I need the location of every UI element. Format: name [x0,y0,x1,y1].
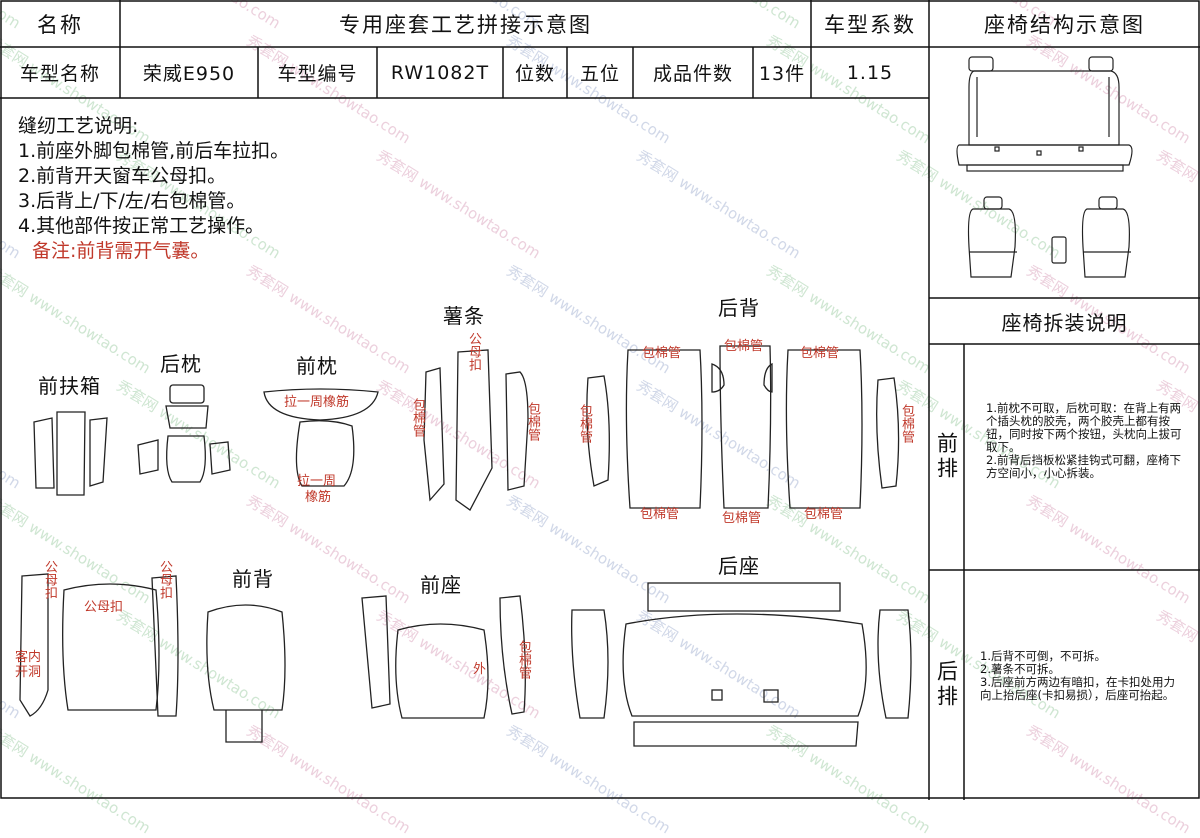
notes-remark: 备注:前背需开气囊。 [32,240,210,262]
table-frame [0,0,1200,800]
annotation-pipe: 包棉管 [804,507,844,522]
annotation-male-female: 公母扣 [157,560,172,599]
model-name-value: 荣威E950 [142,63,236,85]
piece-front-seat-label: 前座 [420,573,462,597]
disassembly-title: 座椅拆装说明 [1001,310,1128,335]
annotation-male-female: 公母扣 [84,600,124,615]
piece-strip-label: 薯条 [443,304,485,328]
model-code-label: 车型编号 [277,63,358,85]
structure-title: 座椅结构示意图 [984,12,1145,37]
notes-item: 2.前背开天窗车公母扣。 [18,165,227,187]
piece-front-armrest-label: 前扶箱 [38,374,101,398]
seats-label: 位数 [514,63,555,85]
pattern-pieces [19,345,912,747]
piece-rear-back-label: 后背 [718,296,760,320]
piece-rear-headrest-label: 后枕 [160,352,202,376]
sewing-notes: 缝纫工艺说明: 1.前座外脚包棉管,前后车拉扣。 2.前背开天窗车公母扣。 3.… [18,114,289,264]
annotation-pipe: 包棉管 [640,507,680,522]
piece-front-back-label: 前背 [232,567,274,591]
model-name-label: 车型名称 [19,63,100,85]
notes-item: 3.后背上/下/左/右包棉管。 [18,190,246,212]
annotation-elastic: 拉一周橡筋 [284,395,350,410]
annotation-pipe: 包棉管 [577,404,592,443]
pieces-label: 成品件数 [652,63,733,85]
annotation-pipe: 包棉管 [722,511,762,526]
coef-label: 车型系数 [824,12,916,37]
seats-value: 五位 [579,63,620,85]
annotation-pipe: 包棉管 [410,398,425,437]
notes-item: 1.前座外脚包棉管,前后车拉扣。 [18,140,290,162]
notes-title: 缝纫工艺说明: [18,115,139,137]
annotation-elastic-2: 橡筋 [305,490,332,505]
annotation-male-female: 公母扣 [42,560,57,599]
rear-row-text: 后排 [934,660,959,710]
seat-structure-illustration [956,56,1133,278]
annotation-pipe: 包棉管 [724,339,764,354]
front-row-text: 前排 [934,432,959,482]
name-label: 名称 [37,12,83,37]
annotation-airbag-hole: 客内开洞 [15,650,42,680]
piece-rear-seat-label: 后座 [718,554,760,578]
annotation-pipe: 包棉管 [516,640,531,679]
notes-item: 4.其他部件按正常工艺操作。 [18,215,265,237]
annotation-pipe: 包棉管 [899,404,914,443]
rear-row-label: 后排 [929,570,964,800]
annotation-pipe: 包棉管 [800,346,840,361]
rear-row-instructions: 1.后背不可倒，不可拆。 2.薯条不可拆。 3.后座前方两边有暗扣，在卡扣处用力… [980,649,1175,702]
annotation-pipe: 包棉管 [642,346,682,361]
front-row-instructions: 1.前枕不可取，后枕可取：在背上有两个插头枕的胶壳，两个胶壳上都有按钮，同时按下… [986,401,1182,480]
piece-front-headrest-label: 前枕 [296,354,338,378]
annotation-pipe: 包棉管 [525,402,540,441]
pieces-value: 13件 [758,63,806,85]
annotation-elastic-1: 拉一周 [297,474,337,489]
front-row-label: 前排 [929,344,964,570]
annotation-male-female: 公母扣 [466,332,481,371]
model-code-value: RW1082T [390,61,490,84]
coef-value: 1.15 [846,61,894,84]
page-title: 专用座套工艺拼接示意图 [339,12,592,37]
annotation-outer: 外 [473,662,487,677]
